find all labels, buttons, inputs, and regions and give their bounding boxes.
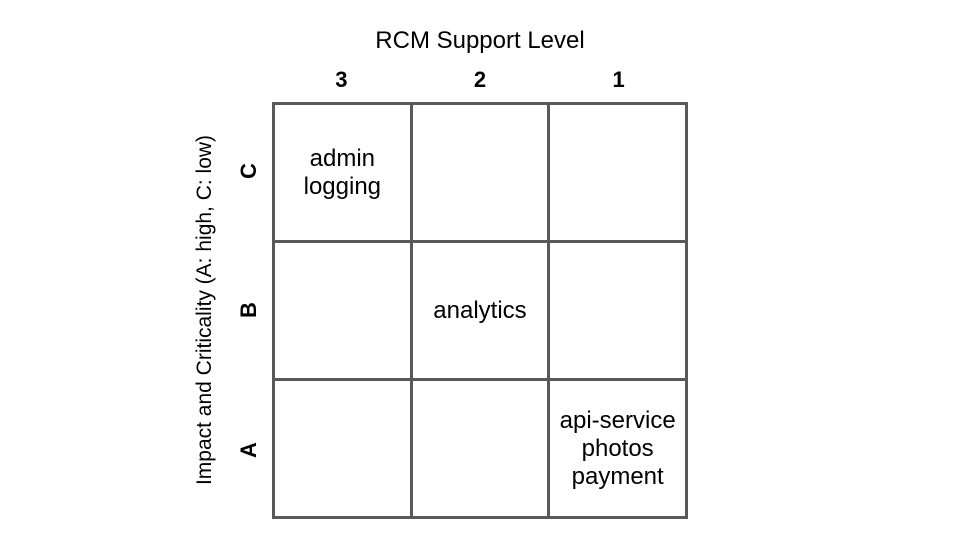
matrix-cell-a3: [275, 381, 410, 516]
y-axis-title-text: Impact and Criticality (A: high, C: low): [193, 134, 216, 486]
x-axis-title: RCM Support Level: [375, 27, 585, 54]
matrix-cell-b3: [275, 243, 410, 378]
column-headers: 3 2 1: [272, 66, 688, 94]
column-header-3: 3: [335, 67, 348, 92]
column-header-2: 2: [473, 67, 487, 92]
matrix-cell-c2: [412, 105, 548, 240]
matrix-cell-b2: analytics: [412, 243, 548, 378]
column-header-1: 1: [612, 67, 625, 92]
row-label-c-text: C: [236, 163, 261, 179]
row-label-b-text: B: [236, 302, 261, 318]
matrix-cell-a1: api-service photos payment: [550, 381, 685, 516]
matrix-cell-a2: [412, 381, 548, 516]
matrix-cell-c1: [550, 105, 685, 240]
matrix-grid: admin logging analytics api-service phot…: [272, 102, 688, 519]
matrix-cell-c3: admin logging: [275, 105, 410, 240]
matrix-cell-b1: [550, 243, 685, 378]
row-label-a-text: A: [236, 442, 261, 458]
